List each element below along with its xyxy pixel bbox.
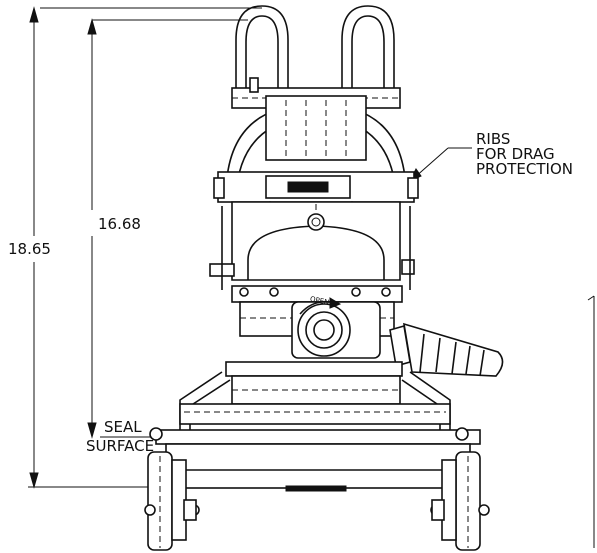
arrow-head-icon bbox=[29, 472, 39, 489]
lower-housing bbox=[209, 201, 415, 290]
dimension-seal: 16.68 bbox=[87, 18, 248, 439]
seal-surface-line1: SEAL bbox=[104, 418, 142, 436]
arrow-head-icon bbox=[29, 6, 39, 23]
arrow-head-icon bbox=[87, 422, 97, 439]
seal-surface-line2: SURFACE bbox=[86, 437, 154, 455]
ribs-line2: FOR DRAG bbox=[476, 145, 555, 163]
ribs-line3: PROTECTION bbox=[476, 160, 573, 178]
seal-height-label: 16.68 bbox=[98, 215, 141, 233]
carry-handle-left bbox=[235, 5, 289, 108]
ribs-line1: RIBS bbox=[476, 130, 510, 148]
overall-height-label: 18.65 bbox=[8, 240, 51, 258]
right-partial-dimension bbox=[587, 295, 595, 548]
wheel-right bbox=[430, 427, 490, 551]
carriage-frame bbox=[179, 361, 451, 430]
valve-handwheel-icon: OPEN bbox=[291, 295, 381, 359]
hose-nozzle bbox=[389, 322, 504, 377]
seal-plate bbox=[155, 429, 481, 492]
dimension-overall: 18.65 bbox=[8, 6, 262, 489]
wheel-left bbox=[144, 427, 200, 551]
rib-band bbox=[213, 171, 419, 211]
seal-surface-callout: SEAL SURFACE bbox=[86, 418, 156, 455]
carry-handle-right bbox=[341, 5, 395, 108]
valve-open-label: OPEN bbox=[309, 295, 330, 307]
ribs-callout: RIBS FOR DRAG PROTECTION bbox=[408, 130, 573, 183]
arrow-head-icon bbox=[87, 18, 97, 35]
